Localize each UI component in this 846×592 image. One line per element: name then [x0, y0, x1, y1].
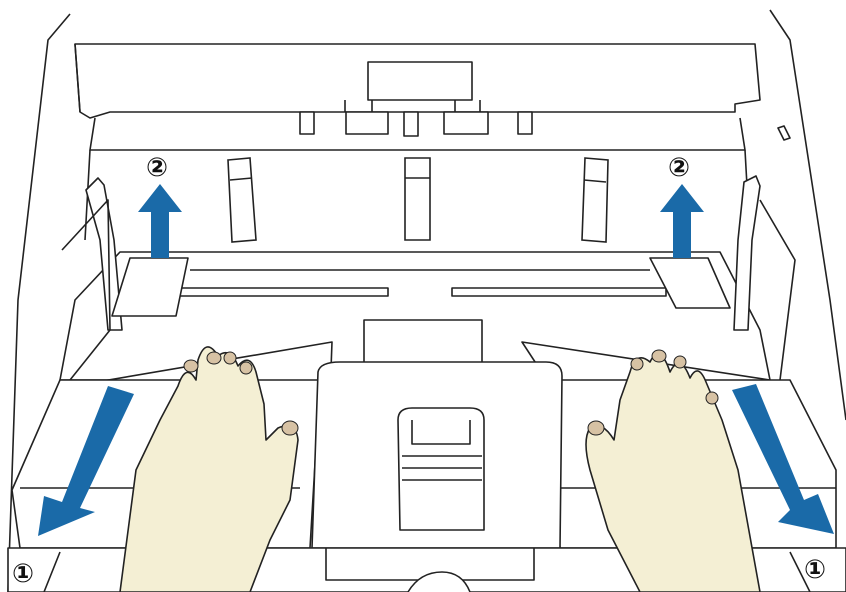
- feed-guides: [228, 158, 608, 242]
- arrow-up-icon: [138, 184, 182, 258]
- step-two-label-left: ②: [146, 153, 168, 183]
- step-two-label-right: ②: [668, 153, 690, 183]
- step-one-label-left: ①: [12, 559, 34, 589]
- arrow-up-icon: [660, 184, 704, 258]
- step-one-label-right: ①: [804, 555, 826, 585]
